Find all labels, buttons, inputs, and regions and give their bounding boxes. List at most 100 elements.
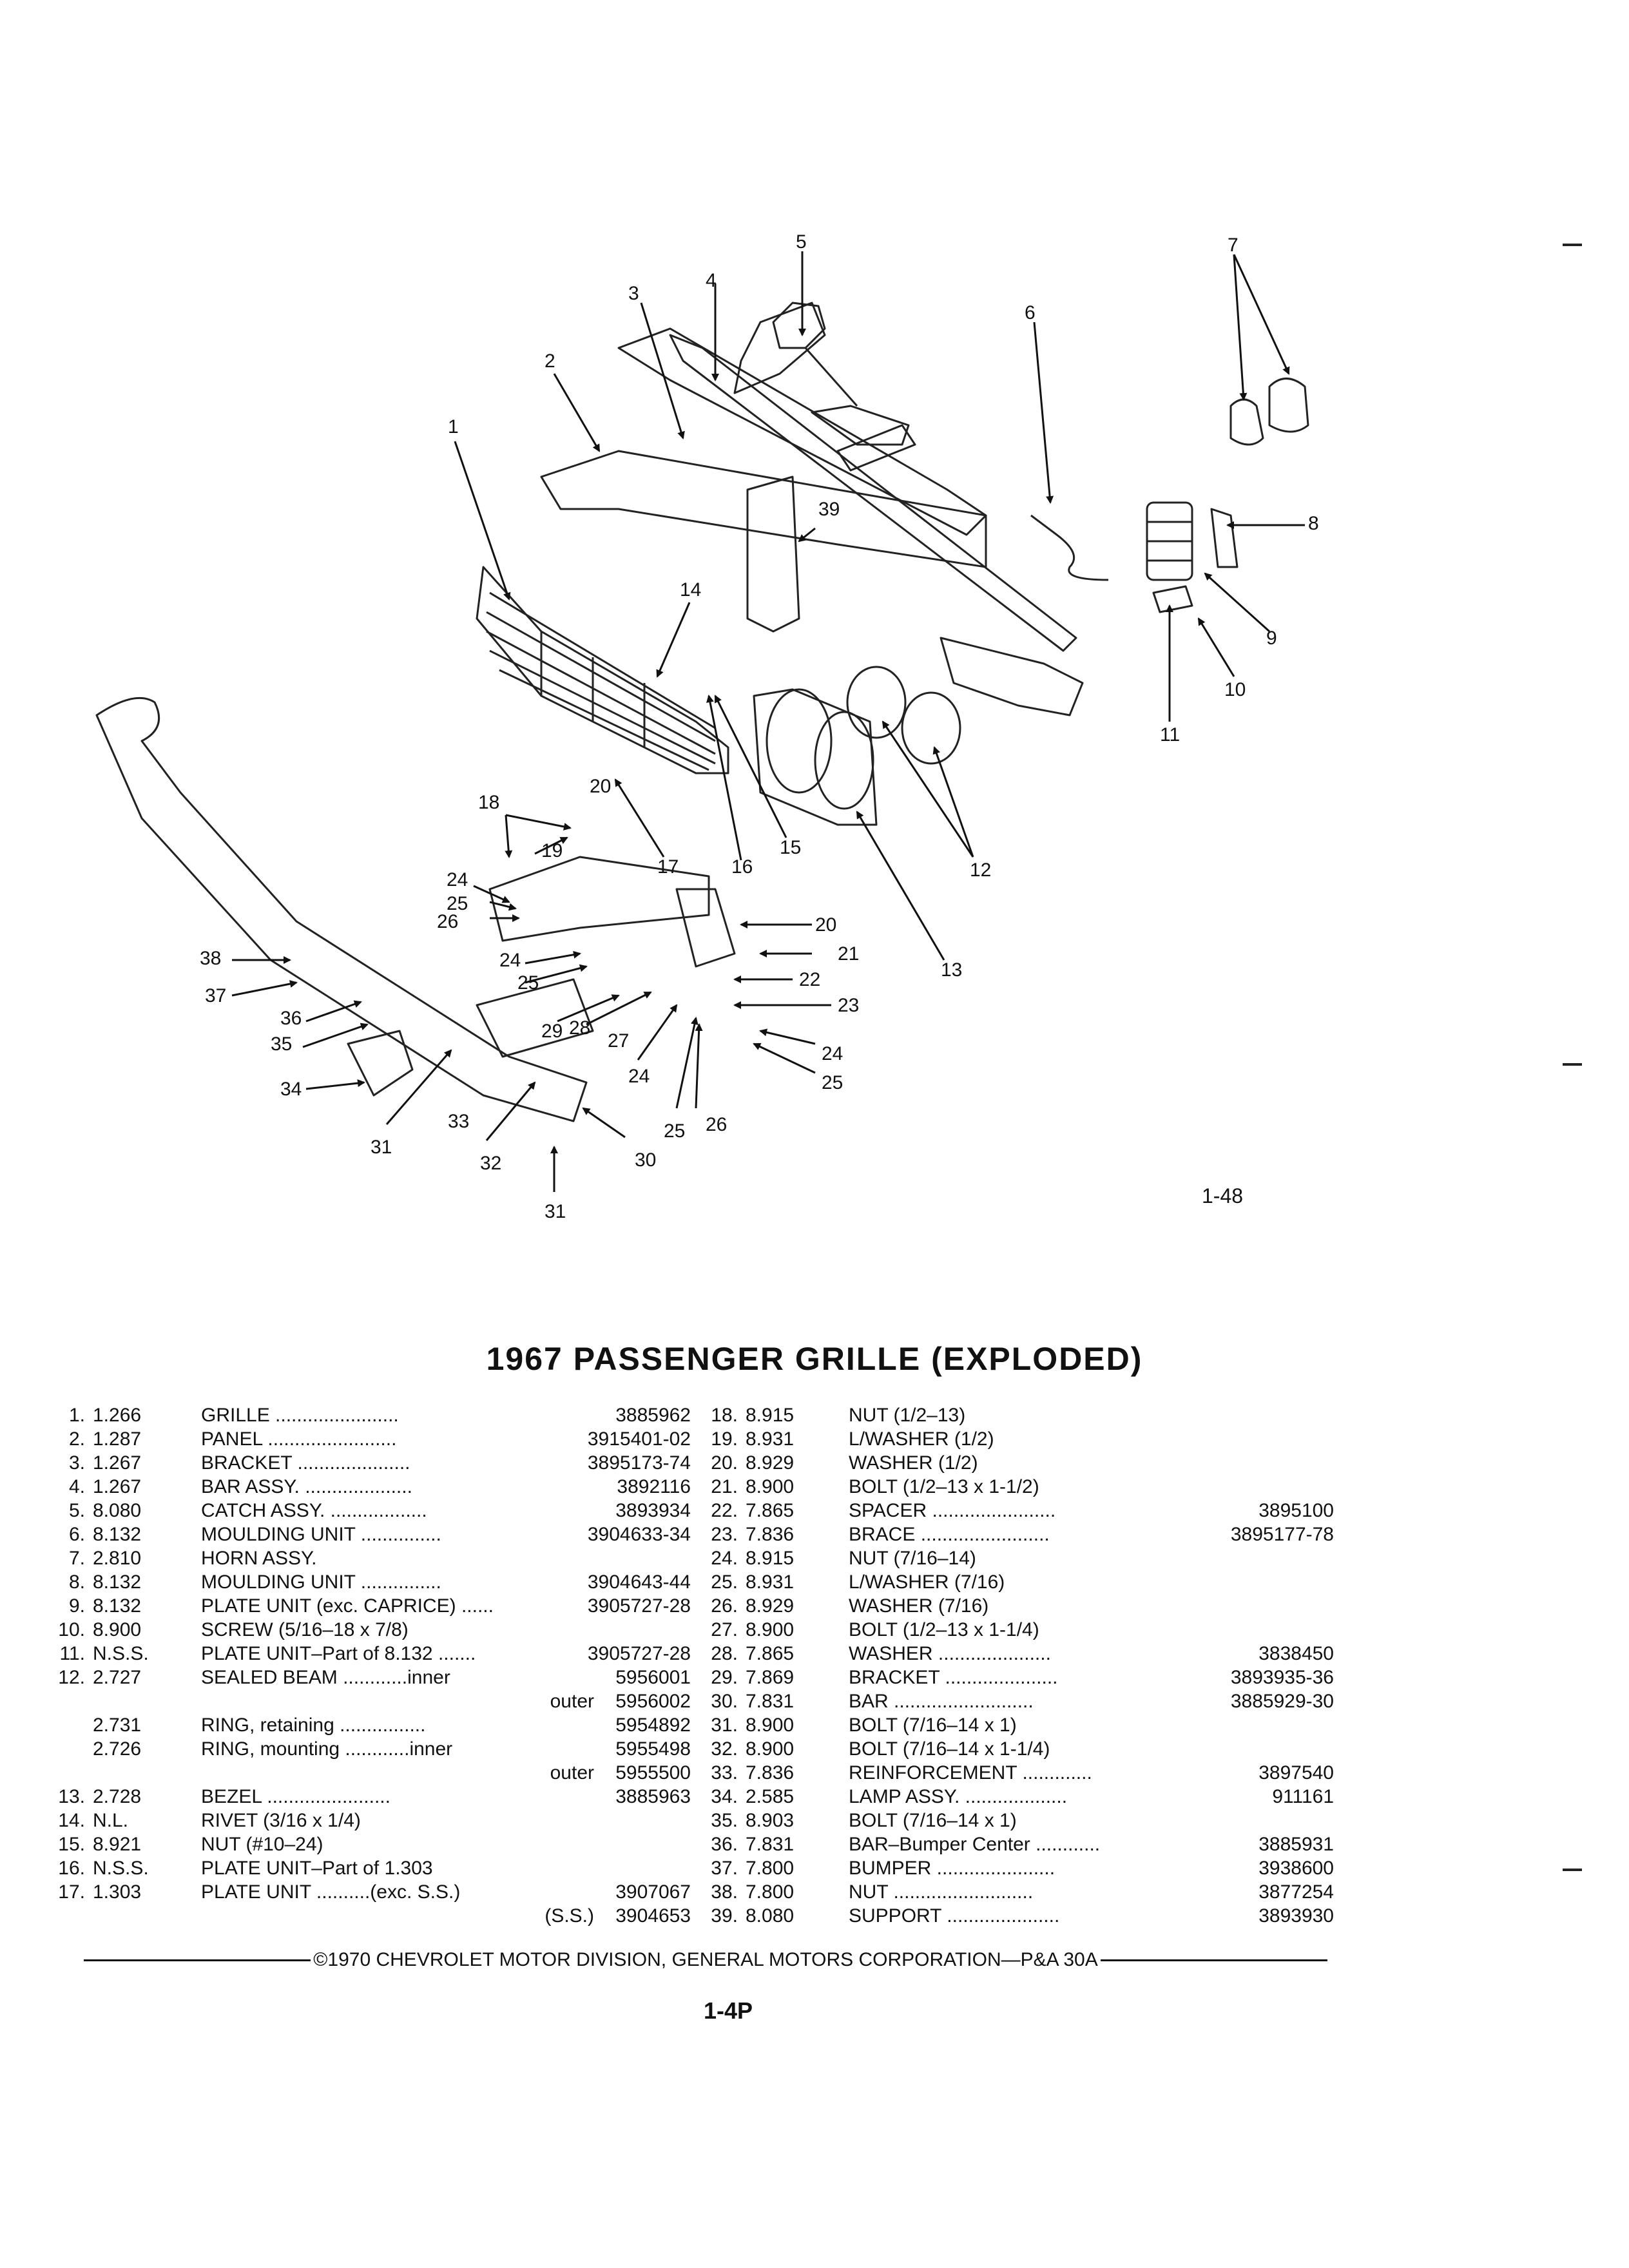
callout-26a: 26 [437, 911, 458, 932]
callout-17: 17 [657, 856, 679, 878]
callout-39: 39 [818, 499, 840, 520]
callout-25c: 25 [664, 1120, 685, 1142]
callout-38: 38 [200, 948, 221, 969]
horn-assemblies [1229, 378, 1309, 446]
callout-25a: 25 [447, 893, 468, 914]
callout-30: 30 [635, 1149, 656, 1171]
copyright-text: ©1970 CHEVROLET MOTOR DIVISION, GENERAL … [313, 1949, 1098, 1970]
air-hose-moulding [1030, 501, 1239, 613]
callout-24a: 24 [447, 869, 468, 890]
page-number: 1-4P [703, 1997, 753, 2024]
copyright-line: ©1970 CHEVROLET MOTOR DIVISION, GENERAL … [84, 1949, 1327, 1971]
headlamp-bezel-assembly [753, 666, 961, 826]
margin-mark [1563, 1063, 1582, 1066]
callout-25d: 25 [822, 1072, 843, 1093]
callout-10: 10 [1224, 679, 1246, 700]
callout-20a: 20 [590, 776, 611, 797]
callout-16: 16 [731, 856, 753, 878]
callout-22: 22 [799, 969, 820, 990]
grille-assembly [476, 566, 729, 774]
callout-labels: 1 2 3 4 5 6 7 8 9 10 11 12 13 14 15 16 1… [200, 231, 1319, 1222]
callout-14: 14 [680, 579, 701, 601]
callout-8: 8 [1308, 513, 1319, 534]
callout-25b: 25 [517, 972, 539, 994]
callout-27: 27 [608, 1030, 629, 1052]
callout-1: 1 [448, 416, 459, 437]
part-row: (S.S.)3904653 [545, 1905, 691, 1927]
callout-21: 21 [838, 943, 859, 965]
margin-mark [1563, 1869, 1582, 1871]
callout-18: 18 [478, 792, 499, 813]
part-row: 11.N.S.S.PLATE UNIT–Part of 8.132 ......… [59, 1643, 691, 1664]
callout-24b: 24 [499, 950, 521, 971]
part-row: 14.N.L.RIVET (3/16 x 1/4) [58, 1810, 361, 1831]
copyright-rule-left [84, 1959, 311, 1961]
callout-9: 9 [1266, 628, 1277, 649]
catch-assembly [772, 302, 910, 446]
callout-36: 36 [280, 1008, 302, 1029]
callout-13: 13 [941, 959, 962, 981]
exploded-diagram: 1 2 3 4 5 6 7 8 9 10 11 12 13 14 15 16 1… [95, 231, 1319, 1222]
callout-24c: 24 [628, 1066, 650, 1087]
upper-support-bar [540, 302, 1084, 716]
callout-32: 32 [480, 1153, 501, 1174]
callout-37: 37 [205, 985, 226, 1006]
figure-code: 1-48 [1202, 1184, 1244, 1207]
callout-2: 2 [545, 351, 555, 372]
callout-15: 15 [780, 837, 801, 858]
callout-26b: 26 [706, 1114, 727, 1135]
bumper-and-bars [95, 697, 736, 1122]
copyright-rule-right [1100, 1959, 1327, 1961]
callout-4: 4 [706, 270, 717, 291]
callout-29: 29 [541, 1021, 563, 1042]
page-title: 1967 PASSENGER GRILLE (EXPLODED) [486, 1341, 1143, 1377]
callout-33: 33 [448, 1111, 469, 1132]
callout-24d: 24 [822, 1043, 843, 1064]
callout-35: 35 [271, 1033, 292, 1055]
callout-23: 23 [838, 995, 859, 1016]
margin-mark [1563, 244, 1582, 246]
callout-34: 34 [280, 1079, 302, 1100]
callout-20: 20 [815, 914, 836, 936]
part-row: 16.N.S.S.PLATE UNIT–Part of 1.303 [58, 1858, 433, 1879]
callout-31b: 31 [545, 1201, 566, 1222]
